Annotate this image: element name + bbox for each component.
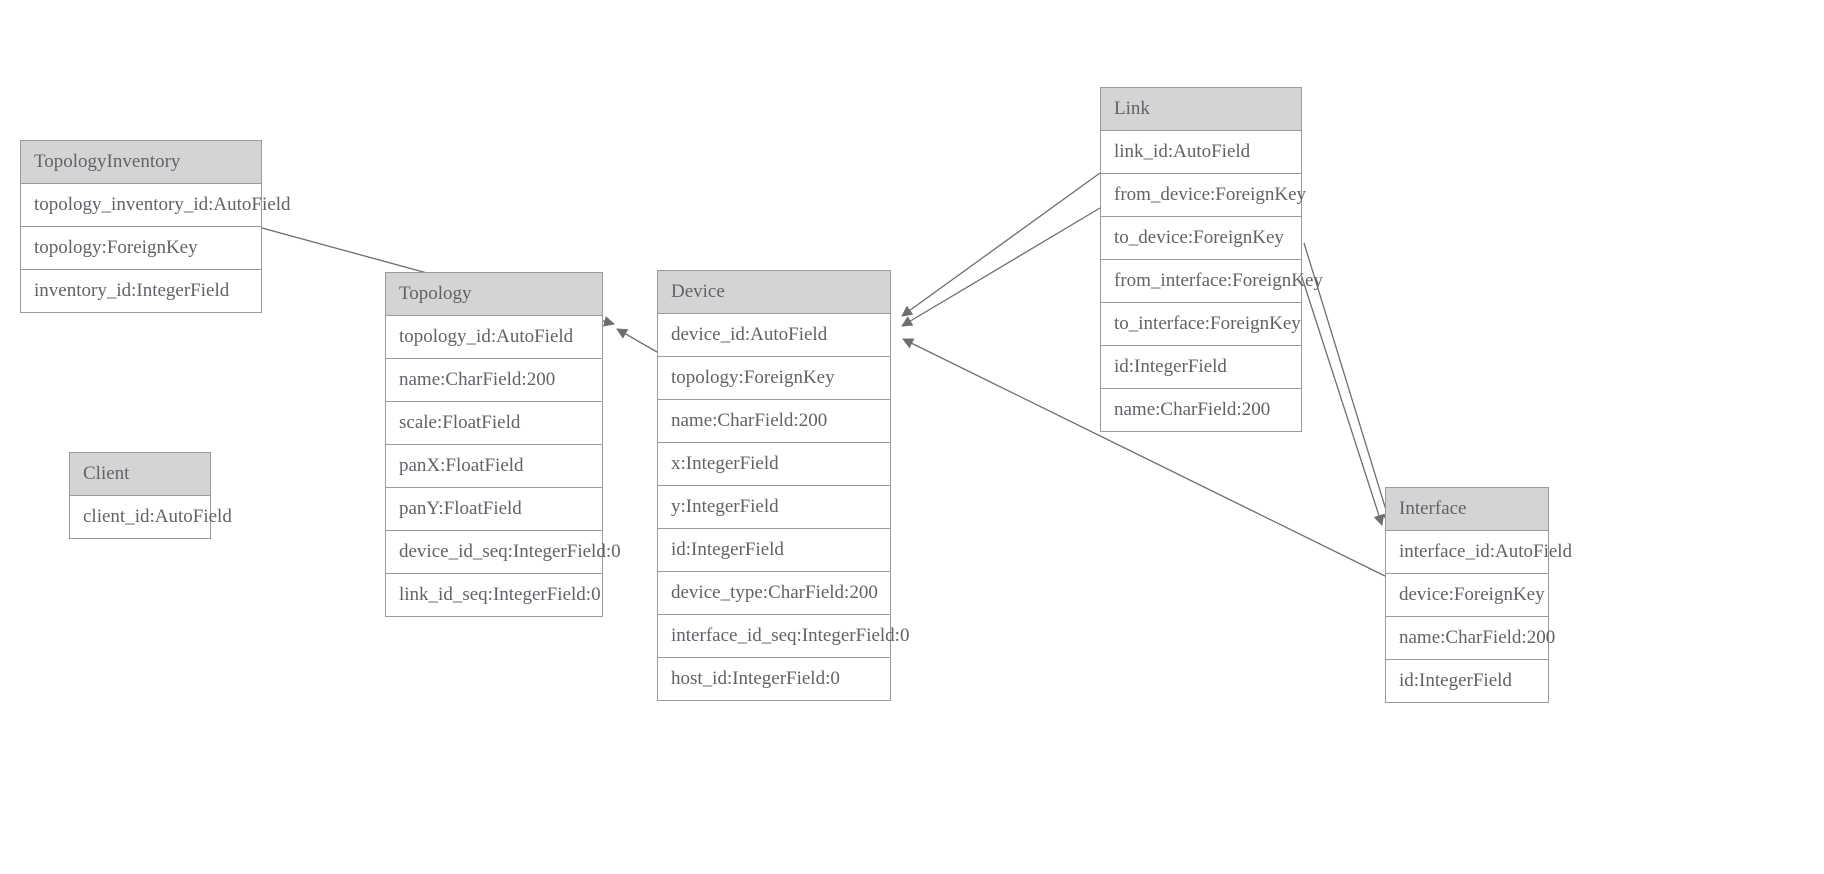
entity-field-row: x:IntegerField (658, 443, 890, 486)
entity-field-row: scale:FloatField (386, 402, 602, 445)
entity-field-row: link_id_seq:IntegerField:0 (386, 574, 602, 616)
entity-field-row: to_device:ForeignKey (1101, 217, 1301, 260)
entity-field-row: host_id:IntegerField:0 (658, 658, 890, 700)
entity-field-row: name:CharField:200 (658, 400, 890, 443)
entity-field-row: from_device:ForeignKey (1101, 174, 1306, 217)
edge-link-to-device (901, 207, 1101, 327)
entity-field-row: to_interface:ForeignKey (1101, 303, 1301, 346)
entity-field-row: link_id:AutoField (1101, 131, 1301, 174)
entity-field-row: device_id:AutoField (658, 314, 890, 357)
entity-field-row: topology:ForeignKey (21, 227, 261, 270)
entity-field-row: device_id_seq:IntegerField:0 (386, 531, 621, 574)
entity-field-row: client_id:AutoField (70, 496, 232, 538)
entity-title-topologyinventory: TopologyInventory (21, 141, 261, 184)
entity-field-row: from_interface:ForeignKey (1101, 260, 1323, 303)
entity-field-row: topology_id:AutoField (386, 316, 602, 359)
entity-title-link: Link (1101, 88, 1301, 131)
entity-field-row: interface_id:AutoField (1386, 531, 1572, 574)
entity-field-row: id:IntegerField (1101, 346, 1301, 389)
edge-link-from-device (901, 172, 1101, 317)
entity-field-row: id:IntegerField (658, 529, 890, 572)
entity-field-row: name:CharField:200 (1386, 617, 1555, 660)
entity-title-interface: Interface (1386, 488, 1548, 531)
entity-field-row: name:CharField:200 (1101, 389, 1301, 431)
entity-title-client: Client (70, 453, 210, 496)
edge-device-topology (616, 328, 658, 353)
entity-field-row: panY:FloatField (386, 488, 602, 531)
entity-field-row: topology_inventory_id:AutoField (21, 184, 291, 227)
entity-title-device: Device (658, 271, 890, 314)
entity-field-row: id:IntegerField (1386, 660, 1548, 702)
entity-field-row: topology:ForeignKey (658, 357, 890, 400)
edge-link-to-interface (1296, 261, 1385, 526)
entity-field-row: interface_id_seq:IntegerField:0 (658, 615, 909, 658)
entity-field-row: device:ForeignKey (1386, 574, 1548, 617)
entity-field-row: panX:FloatField (386, 445, 602, 488)
entity-field-row: inventory_id:IntegerField (21, 270, 261, 312)
entity-field-row: device_type:CharField:200 (658, 572, 890, 615)
entity-field-row: y:IntegerField (658, 486, 890, 529)
entity-title-topology: Topology (386, 273, 602, 316)
entity-field-row: name:CharField:200 (386, 359, 602, 402)
